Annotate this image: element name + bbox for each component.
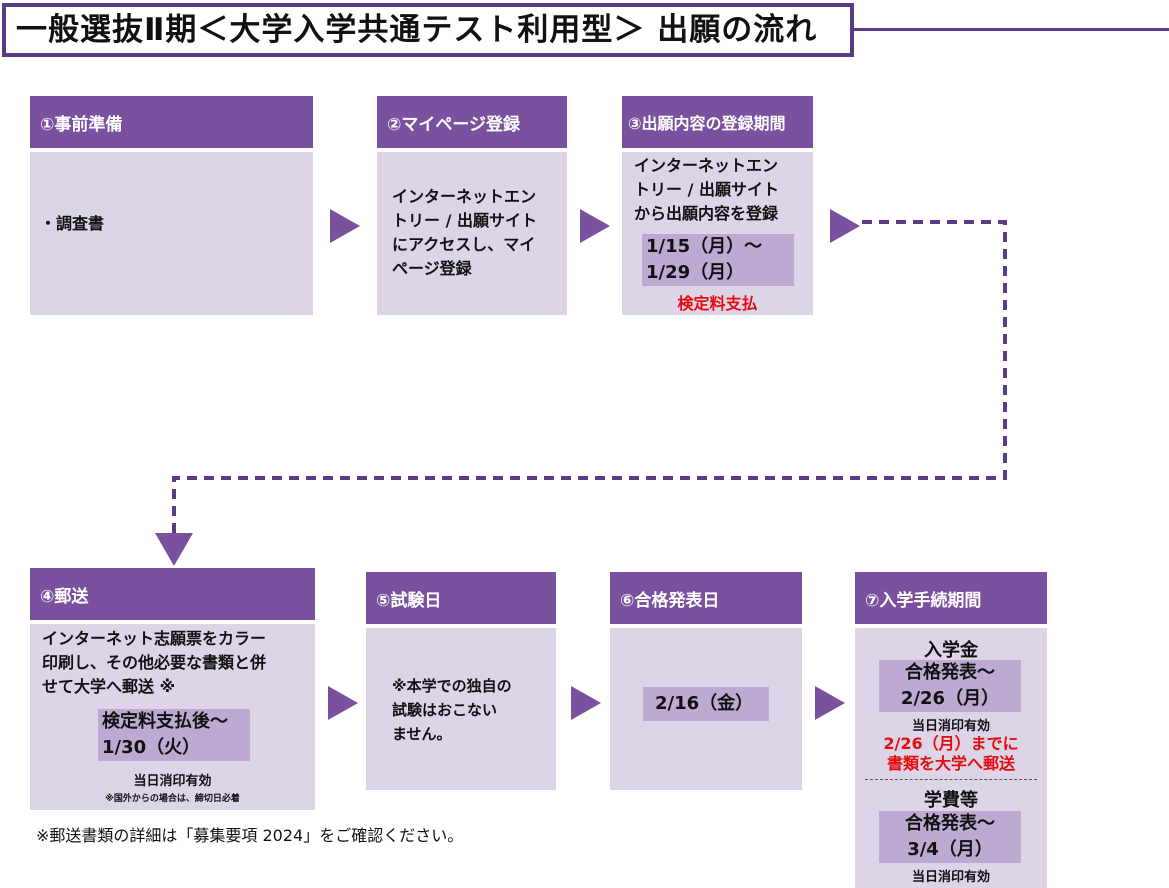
step-7-admission-fee-label: 入学金 [924, 640, 978, 661]
arrow-5-6 [571, 686, 601, 720]
step-6-body: 2/16（金） [610, 628, 802, 790]
step-2-header: ②マイページ登録 [377, 96, 567, 148]
step-7-tuition-period: 合格発表～ 3/4（月） [879, 811, 1021, 863]
step-3-header: ③出願内容の登録期間 [622, 96, 813, 148]
page-title: 一般選抜Ⅱ期＜大学入学共通テスト利用型＞ 出願の流れ [2, 3, 854, 57]
step-2-body: インターネットエン トリー / 出願サイト にアクセスし、マイ ページ登録 [377, 152, 567, 315]
step-1-body: ・調査書 [30, 152, 313, 315]
step-5-header: ⑤試験日 [366, 572, 556, 624]
step-6-period: 2/16（金） [643, 687, 769, 721]
step-5-text: ※本学での独自の 試験はおこない ません。 [392, 677, 512, 743]
step-1-header: ①事前準備 [30, 96, 313, 148]
arrow-4-5 [328, 686, 358, 720]
arrow-6-7 [815, 686, 845, 720]
step-3-fee-note: 検定料支払 [677, 294, 758, 313]
step-3-text: インターネットエン トリー / 出願サイト から出願内容を登録 [634, 156, 779, 223]
step-4-period: 検定料支払後～ 1/30（火） [98, 709, 250, 761]
step-2-text: インターネットエン トリー / 出願サイト にアクセスし、マイ ページ登録 [392, 187, 537, 278]
step-7-body: 入学金 合格発表～ 2/26（月） 当日消印有効 2/26（月）までに 書類を大… [855, 628, 1047, 888]
arrow-2-3 [580, 209, 610, 243]
step-6-header: ⑥合格発表日 [610, 572, 802, 624]
step-5-body: ※本学での独自の 試験はおこない ません。 [366, 628, 556, 790]
step-4-header: ④郵送 [30, 568, 315, 620]
title-rule [854, 28, 1169, 31]
arrow-3-connector [830, 209, 860, 243]
step-7-tuition-label: 学費等 [924, 790, 978, 811]
step-4-body: インターネット志願票をカラー 印刷し、その他必要な書類と併 せて大学へ郵送 ※ … [30, 624, 315, 810]
step-7-header: ⑦入学手続期間 [855, 572, 1047, 624]
step-3-period: 1/15（月）～ 1/29（月） [642, 234, 794, 286]
step-7-tuition-postmark: 当日消印有効 [911, 870, 990, 885]
step-4-overseas-note: ※国外からの場合は、締切日必着 [105, 794, 240, 804]
step-4-postmark-note: 当日消印有効 [133, 774, 212, 789]
step-1-text: ・調査書 [40, 214, 105, 233]
arrow-1-2 [330, 209, 360, 243]
step-3-body: インターネットエン トリー / 出願サイト から出願内容を登録 1/15（月）～… [622, 152, 813, 315]
footnote: ※郵送書類の詳細は「募集要項 2024」をご確認ください。 [36, 826, 464, 845]
step-4-text: インターネット志願票をカラー 印刷し、その他必要な書類と併 せて大学へ郵送 ※ [42, 629, 267, 696]
step-7-admission-fee-postmark: 当日消印有効 [911, 719, 990, 734]
step-7-divider [865, 779, 1037, 780]
step-7-document-deadline: 2/26（月）までに 書類を大学へ郵送 [883, 734, 1019, 773]
step-7-admission-fee-period: 合格発表～ 2/26（月） [879, 660, 1021, 712]
